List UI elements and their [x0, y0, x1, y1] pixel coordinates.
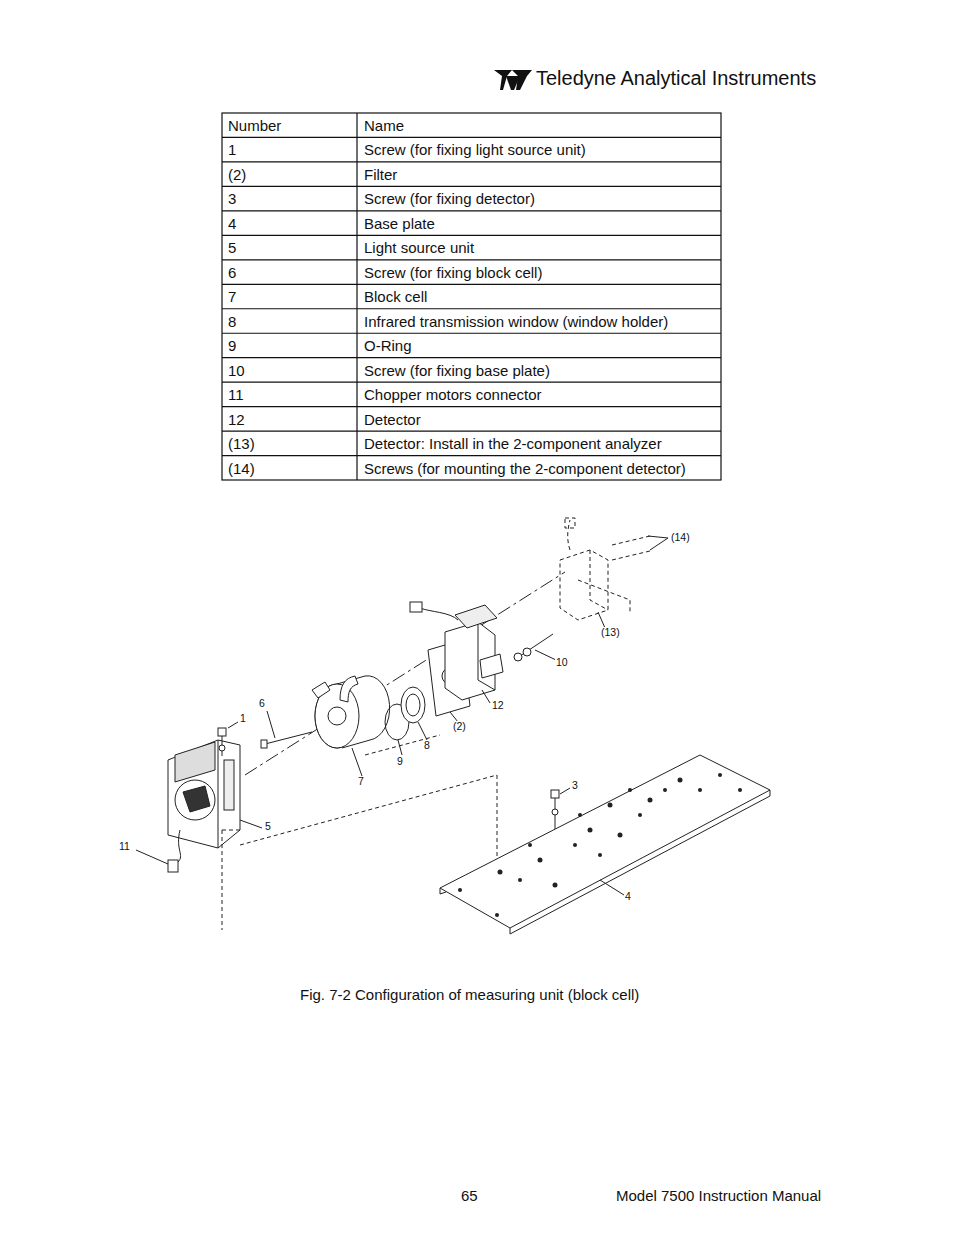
- table-cell: 12: [228, 412, 245, 427]
- table-cell: Screw (for fixing detector): [364, 191, 535, 206]
- table-cell: 9: [228, 338, 236, 353]
- table-row-line: [222, 382, 721, 383]
- table-row-line: [222, 137, 721, 138]
- table-cell: Name: [364, 118, 404, 133]
- table-cell: Screw (for fixing light source unit): [364, 142, 586, 157]
- table-row-line: [222, 186, 721, 187]
- callout-number: 8: [423, 740, 431, 751]
- callout-number: (13): [600, 627, 621, 638]
- table-row-line: [222, 357, 721, 358]
- table-row-line: [222, 333, 721, 334]
- table-cell: Block cell: [364, 289, 427, 304]
- table-row-line: [222, 308, 721, 309]
- table-cell: 8: [228, 314, 236, 329]
- callout-number: 9: [396, 756, 404, 767]
- callout-number: (2): [452, 721, 467, 732]
- table-cell: 3: [228, 191, 236, 206]
- table-cell: (14): [228, 461, 255, 476]
- callout-number: 12: [491, 700, 505, 711]
- table-cell: Screw (for fixing block cell): [364, 265, 542, 280]
- table-cell: Infrared transmission window (window hol…: [364, 314, 668, 329]
- table-cell: Screw (for fixing base plate): [364, 363, 550, 378]
- callout-number: 7: [357, 776, 365, 787]
- table-grid: [222, 113, 721, 480]
- exploded-view: [136, 518, 770, 934]
- table-row-line: [222, 259, 721, 260]
- table-cell: 10: [228, 363, 245, 378]
- callout-number: 11: [118, 841, 131, 852]
- table-cell: (13): [228, 436, 255, 451]
- callout-number: 5: [264, 821, 272, 832]
- table-row-line: [222, 455, 721, 456]
- callout-number: 10: [555, 657, 569, 668]
- logo: [494, 70, 532, 90]
- table-cell: 6: [228, 265, 236, 280]
- table-cell: Chopper motors connector: [364, 387, 542, 402]
- table-cell: Detector: [364, 412, 421, 427]
- table-cell: 11: [228, 387, 244, 402]
- callout-number: 3: [571, 780, 579, 791]
- table-row-line: [222, 210, 721, 211]
- callout-number: 1: [239, 713, 247, 724]
- table-row-line: [222, 431, 721, 432]
- table-cell: 5: [228, 240, 236, 255]
- callout-number: (14): [670, 532, 691, 543]
- table-cell: 1: [228, 142, 236, 157]
- table-cell: Base plate: [364, 216, 435, 231]
- table-cell: Filter: [364, 167, 397, 182]
- table-row-line: [222, 161, 721, 162]
- page-footer: 65: [461, 1188, 478, 1203]
- table-cell: (2): [228, 167, 246, 182]
- table-cell: Number: [228, 118, 281, 133]
- table-cell: 7: [228, 289, 236, 304]
- callout-number: 6: [258, 698, 266, 709]
- table-row-line: [222, 235, 721, 236]
- table-row-line: [222, 284, 721, 285]
- table-row-line: [222, 406, 721, 407]
- callout-number: 4: [624, 891, 632, 902]
- table-cell: Screws (for mounting the 2-component det…: [364, 461, 686, 476]
- table-cell: 4: [228, 216, 236, 231]
- table-cell: Light source unit: [364, 240, 474, 255]
- page-footer: Model 7500 Instruction Manual: [616, 1188, 821, 1203]
- page-header: Teledyne Analytical Instruments: [536, 68, 816, 88]
- table-cell: Detector: Install in the 2-component ana…: [364, 436, 662, 451]
- table-cell: O-Ring: [364, 338, 412, 353]
- figure-caption: Fig. 7-2 Configuration of measuring unit…: [300, 987, 639, 1002]
